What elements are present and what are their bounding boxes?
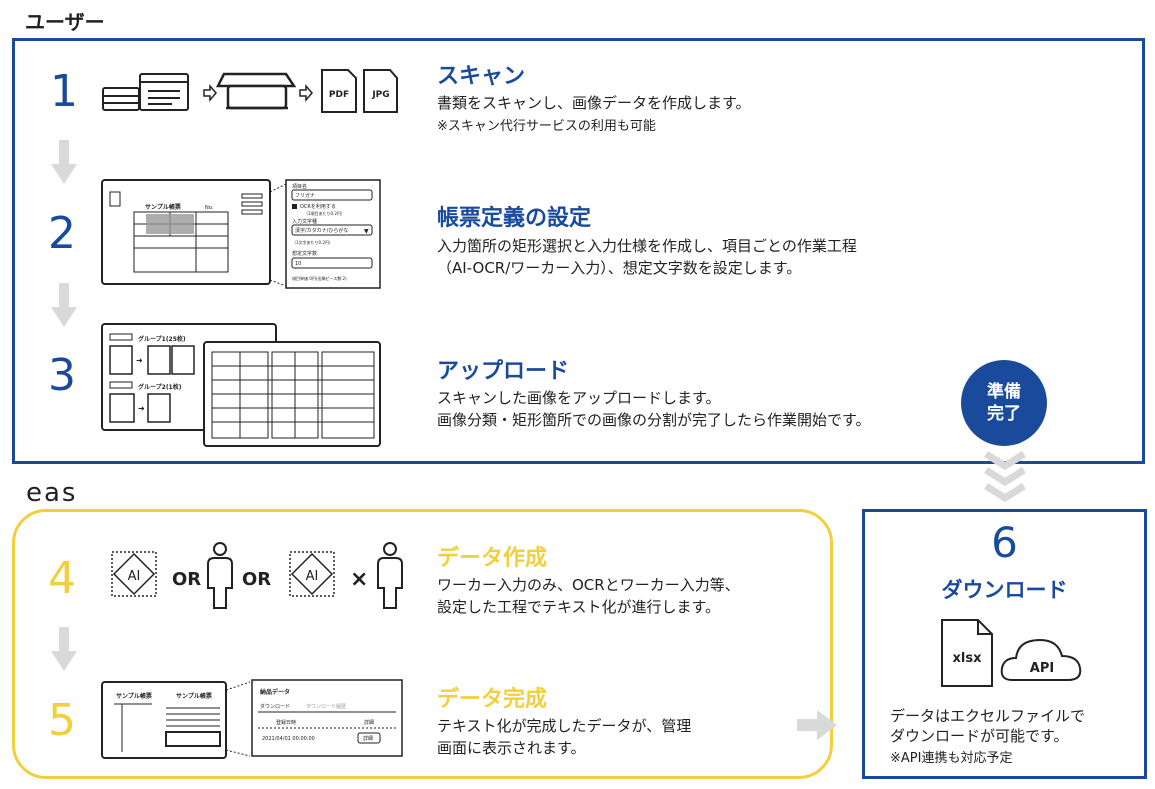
char-count-label: 想定文字数 xyxy=(292,250,317,257)
download-desc-line-2: ダウンロードが可能です。 xyxy=(890,727,1069,745)
step-4-number: 4 xyxy=(48,553,76,604)
form-definition-illustration: サンプル帳票 No. 項目名 フリガナ OCRを利用する （1項目あたり0.2円… xyxy=(101,179,381,289)
user-steps-container xyxy=(12,38,1145,464)
step-6-number: 6 xyxy=(991,518,1018,567)
times-label: × xyxy=(350,567,368,592)
data-creation-illustration: AI AI OR OR × xyxy=(111,542,403,609)
details-header: 詳細 xyxy=(364,719,374,726)
svg-text:▼: ▼ xyxy=(364,228,369,235)
char-price-note: （1文字あたり0.2円） xyxy=(292,239,333,245)
step-5-desc-line-1: テキスト化が完成したデータが、管理 xyxy=(437,717,692,735)
download-desc: データはエクセルファイルで ダウンロードが可能です。 xyxy=(890,706,1085,746)
step-1-note: ※スキャン代行サービスの利用も可能 xyxy=(437,119,656,134)
down-arrow-icon xyxy=(51,140,77,184)
char-type-label: 入力文字種 xyxy=(292,218,317,225)
step-3-desc-line-2: 画像分類・矩形箇所での画像の分割が完了したら作業開始です。 xyxy=(437,411,871,429)
ready-badge-line-1: 準備 xyxy=(987,382,1021,402)
down-arrow-icon xyxy=(51,283,77,327)
xlsx-file-icon xyxy=(941,619,993,687)
char-count-value: 10 xyxy=(295,261,301,267)
download-tab: ダウンロード xyxy=(260,703,290,710)
eas-steps-container xyxy=(12,509,833,779)
char-type-value: 漢字/カタカナ/ひらがな xyxy=(295,227,348,234)
ready-complete-badge: 準備 完了 xyxy=(961,360,1047,446)
ocr-price-note: （1項目あたり0.2円） xyxy=(304,210,345,216)
step-2-title: 帳票定義の設定 xyxy=(437,206,592,231)
xlsx-label: xlsx xyxy=(953,651,983,666)
chevron-down-icon xyxy=(984,451,1026,503)
upload-illustration: グループ1(25枚) ➜ グループ2(1枚) ➜ xyxy=(101,323,381,447)
step-5-number: 5 xyxy=(48,695,76,746)
data-complete-illustration: サンプル帳票 サンプル帳票 納品データ ダウンロード ダウンロード履歴 登録日時… xyxy=(101,679,403,759)
sheet-number-label: No. xyxy=(205,205,214,211)
details-button: 詳細 xyxy=(363,735,373,742)
eas-logo: eas xyxy=(26,478,78,508)
step-4-desc-line-1: ワーカー入力のみ、OCRとワーカー入力等、 xyxy=(437,576,740,594)
download-title: ダウンロード xyxy=(941,578,1068,602)
download-note: ※API連携も対応予定 xyxy=(890,751,1013,766)
download-desc-line-1: データはエクセルファイルで xyxy=(890,707,1086,725)
sample-sheet-title: サンプル帳票 xyxy=(145,203,181,211)
download-history-tab: ダウンロード履歴 xyxy=(306,703,346,710)
group-2-label: グループ2(1枚) xyxy=(138,383,182,391)
item-name-value: フリガナ xyxy=(295,192,315,199)
step-1-number: 1 xyxy=(50,66,78,117)
registered-at-header: 登録日時 xyxy=(276,719,296,726)
step-5-title: データ完成 xyxy=(437,687,548,712)
step-1-desc: 書類をスキャンし、画像データを作成します。 xyxy=(437,94,751,112)
step-5-desc-line-2: 画面に表示されます。 xyxy=(437,739,586,757)
or-label-2: OR xyxy=(242,569,271,590)
sheet-1-title: サンプル帳票 xyxy=(116,692,152,700)
jpg-label: JPG xyxy=(371,90,389,100)
sheet-2-title: サンプル帳票 xyxy=(176,692,212,700)
step-3-desc-line-1: スキャンした画像をアップロードします。 xyxy=(437,389,721,407)
api-label: API xyxy=(1030,661,1054,676)
delivery-data-title: 納品データ xyxy=(260,688,290,696)
worker-person-icon xyxy=(207,542,403,609)
right-arrow-icon xyxy=(797,710,837,740)
down-arrow-icon xyxy=(51,627,77,671)
ready-badge-line-2: 完了 xyxy=(987,404,1021,424)
step-2-desc-line-1: 入力箇所の矩形選択と入力仕様を作成し、項目ごとの作業工程 xyxy=(437,237,857,255)
svg-text:➜: ➜ xyxy=(136,356,143,365)
step-3-number: 3 xyxy=(48,350,76,401)
user-section-label: ユーザー xyxy=(25,10,105,34)
scan-illustration: PDF JPG xyxy=(102,69,398,113)
unit-price-text: 項目単価:0円(出稿ピース数:2) xyxy=(292,275,347,281)
ocr-option-label: OCRを利用する xyxy=(300,203,336,210)
download-icons: xlsx API xyxy=(941,619,1082,687)
svg-text:➜: ➜ xyxy=(138,404,145,413)
ai-chip-icon: AI xyxy=(128,569,141,584)
or-label-1: OR xyxy=(172,569,201,590)
step-4-desc-line-2: 設定した工程でテキスト化が進行します。 xyxy=(437,598,721,616)
row-date: 2021/04/01 00:00:00 xyxy=(262,736,315,742)
ai-chip-icon: AI xyxy=(306,569,319,584)
item-name-label: 項目名 xyxy=(292,183,307,190)
step-4-title: データ作成 xyxy=(437,546,548,571)
step-1-title: スキャン xyxy=(437,64,526,89)
step-3-title: アップロード xyxy=(437,359,570,384)
cloud-icon xyxy=(1000,638,1082,681)
step-2-number: 2 xyxy=(48,208,76,259)
step-2-desc-line-2: （AI-OCR/ワーカー入力）、想定文字数を設定します。 xyxy=(437,259,802,277)
download-container xyxy=(862,509,1147,779)
group-1-label: グループ1(25枚) xyxy=(138,335,186,343)
pdf-label: PDF xyxy=(329,90,349,100)
